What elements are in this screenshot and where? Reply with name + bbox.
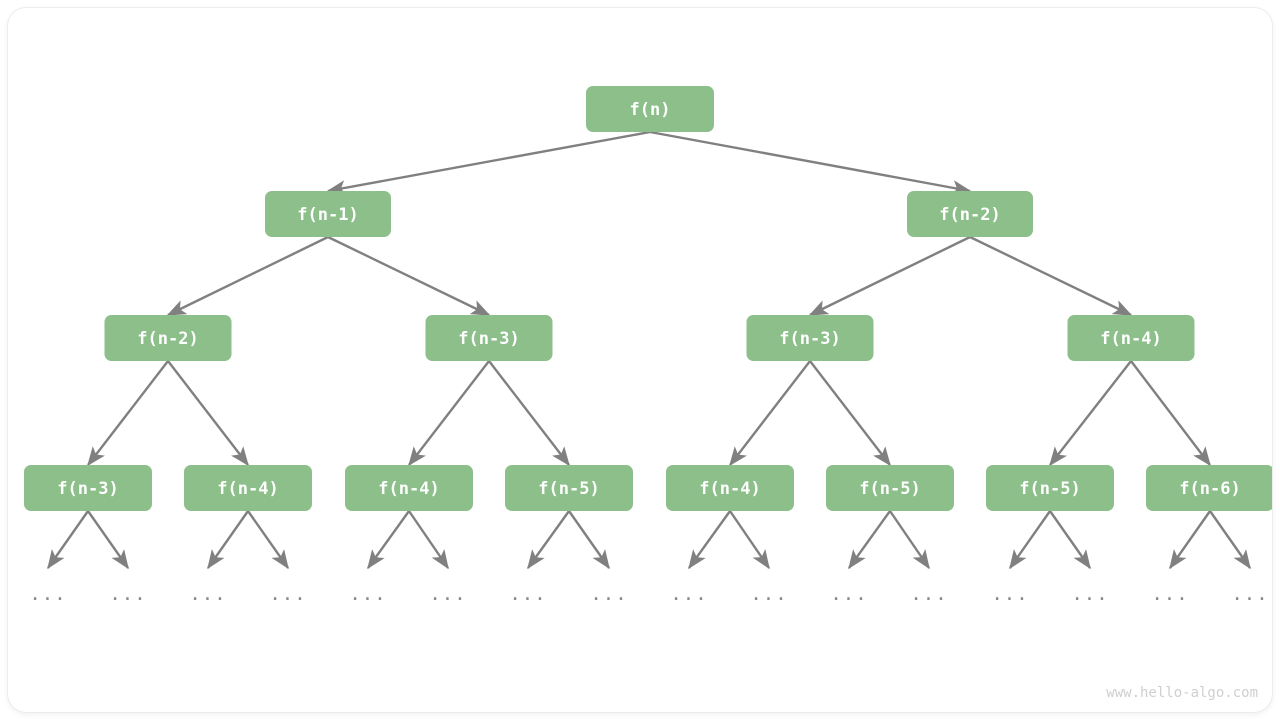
tree-node: f(n-2) [104, 315, 232, 361]
tree-edge [408, 510, 449, 570]
ellipsis-label: ... [109, 583, 146, 605]
tree-node-box [907, 191, 1033, 237]
ellipsis-label: ... [750, 583, 787, 605]
ellipsis-label: ... [991, 583, 1028, 605]
diagram-card: f(n) f(n-1) f(n-2) f(n-2) f(n-3) f(n-3) f(n-4)… [8, 8, 1272, 712]
tree-edge [326, 130, 651, 196]
tree-edge [969, 235, 1133, 317]
ellipsis-label: ... [1071, 583, 1108, 605]
tree-edge [889, 510, 930, 570]
ellipsis-label: ... [1231, 583, 1268, 605]
tree-edge [247, 510, 289, 570]
tree-node: f(n-4) [666, 465, 794, 511]
tree-node-label: f(n-3) [458, 329, 519, 349]
ellipsis-label: ... [429, 583, 466, 605]
tree-edge [207, 510, 249, 570]
tree-node-box [1067, 315, 1195, 361]
tree-edge [166, 235, 329, 317]
ellipsis-label: ... [670, 583, 707, 605]
tree-edge [688, 510, 731, 570]
tree-node: f(n-1) [265, 191, 391, 237]
tree-node: f(n-5) [986, 465, 1114, 511]
tree-node: f(n-6) [1146, 465, 1272, 511]
tree-node-label: f(n-2) [939, 205, 1000, 225]
tree-node-box [1146, 465, 1272, 511]
ellipsis-label: ... [830, 583, 867, 605]
tree-node-box [666, 465, 794, 511]
tree-node-label: f(n-2) [137, 329, 198, 349]
ellipsis-layer: ........................................… [29, 583, 1268, 605]
recursion-tree-diagram: f(n) f(n-1) f(n-2) f(n-2) f(n-3) f(n-3) f(n-4)… [24, 86, 1272, 701]
tree-edge [327, 235, 491, 317]
tree-node-box [425, 315, 553, 361]
tree-node-label: f(n-5) [859, 479, 920, 499]
tree-edge [367, 510, 410, 570]
tree-edge [649, 130, 972, 196]
tree-edge [488, 360, 570, 467]
ellipsis-label: ... [1151, 583, 1188, 605]
tree-node-label: f(n-4) [1100, 329, 1161, 349]
tree-node-box [505, 465, 633, 511]
ellipsis-label: ... [349, 583, 386, 605]
tree-edge [1130, 360, 1211, 467]
tree-node: f(n-3) [24, 465, 152, 511]
tree-node-label: f(n-1) [297, 205, 358, 225]
tree-edge [729, 360, 811, 467]
tree-node-box [104, 315, 232, 361]
tree-node-label: f(n-5) [538, 479, 599, 499]
tree-edge [1049, 360, 1132, 467]
ellipsis-label: ... [509, 583, 546, 605]
tree-node-label: f(n-3) [57, 479, 118, 499]
tree-edge [87, 360, 169, 467]
tree-node-label: f(n) [630, 100, 671, 120]
tree-edge [568, 510, 610, 570]
ellipsis-label: ... [269, 583, 306, 605]
tree-edge [408, 360, 490, 467]
ellipsis-label: ... [29, 583, 66, 605]
tree-node-box [746, 315, 874, 361]
tree-node-box [586, 86, 714, 132]
tree-node: f(n-4) [345, 465, 473, 511]
tree-node-box [184, 465, 312, 511]
tree-edge [848, 510, 891, 570]
tree-edge [527, 510, 570, 570]
tree-node: f(n-4) [184, 465, 312, 511]
tree-node: f(n-4) [1067, 315, 1195, 361]
tree-node-label: f(n-4) [699, 479, 760, 499]
watermark-text: www.hello-algo.com [1106, 685, 1258, 701]
tree-node-box [265, 191, 391, 237]
tree-node: f(n-3) [746, 315, 874, 361]
tree-edge [729, 510, 770, 570]
tree-node-box [24, 465, 152, 511]
tree-node: f(n-5) [826, 465, 954, 511]
tree-edge [1009, 510, 1051, 570]
tree-node-box [826, 465, 954, 511]
edge-layer [47, 130, 1251, 570]
tree-edge [808, 235, 971, 317]
tree-edge [167, 360, 249, 467]
tree-node-label: f(n-3) [779, 329, 840, 349]
ellipsis-label: ... [189, 583, 226, 605]
tree-node-box [345, 465, 473, 511]
tree-edge [1169, 510, 1211, 570]
tree-node-label: f(n-6) [1179, 479, 1240, 499]
tree-edge [1209, 510, 1251, 570]
tree-node: f(n-5) [505, 465, 633, 511]
tree-edge [809, 360, 891, 467]
tree-node-label: f(n-4) [378, 479, 439, 499]
tree-node-label: f(n-4) [217, 479, 278, 499]
tree-node: f(n-3) [425, 315, 553, 361]
tree-node: f(n) [586, 86, 714, 132]
tree-edge [47, 510, 89, 570]
ellipsis-label: ... [590, 583, 627, 605]
node-layer: f(n) f(n-1) f(n-2) f(n-2) f(n-3) f(n-3) f(n-4)… [24, 86, 1272, 511]
tree-edge [1049, 510, 1091, 570]
ellipsis-label: ... [910, 583, 947, 605]
tree-edge [87, 510, 129, 570]
tree-node-label: f(n-5) [1019, 479, 1080, 499]
tree-node: f(n-2) [907, 191, 1033, 237]
tree-node-box [986, 465, 1114, 511]
